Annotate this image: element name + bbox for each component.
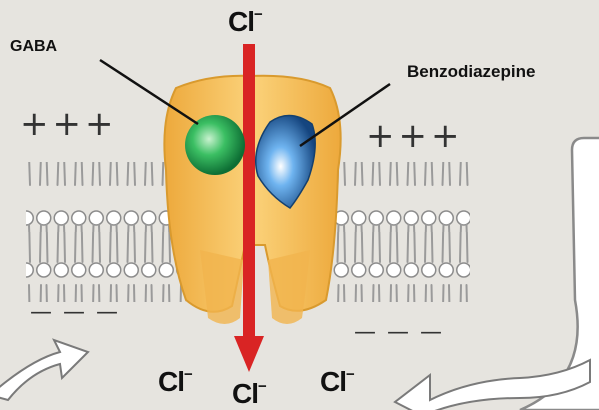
gaba-label: GABA <box>10 38 57 56</box>
chloride-text: Cl <box>228 6 254 37</box>
chloride-label-bottom-center: Cl− <box>232 378 266 410</box>
charge-sign: − <box>184 366 192 383</box>
chloride-text: Cl <box>158 366 184 397</box>
chloride-label-top: Cl− <box>228 6 262 38</box>
benzodiazepine-label: Benzodiazepine <box>407 62 535 82</box>
negative-charges-left: — — — <box>30 300 120 325</box>
membrane-right <box>330 162 470 302</box>
chloride-label-bottom-left: Cl− <box>158 366 192 398</box>
chloride-text: Cl <box>232 378 258 409</box>
chloride-text: Cl <box>320 366 346 397</box>
charge-sign: − <box>254 6 262 23</box>
positive-charges-left: +++ <box>20 104 117 144</box>
charge-sign: − <box>346 366 354 383</box>
gaba-binding-site <box>185 115 245 175</box>
chloride-label-bottom-right: Cl− <box>320 366 354 398</box>
negative-charges-right: — — — <box>354 320 444 345</box>
membrane-left <box>26 162 186 302</box>
positive-charges-right: +++ <box>366 116 463 156</box>
left-curved-arrow <box>0 340 88 400</box>
charge-sign: − <box>258 378 266 395</box>
